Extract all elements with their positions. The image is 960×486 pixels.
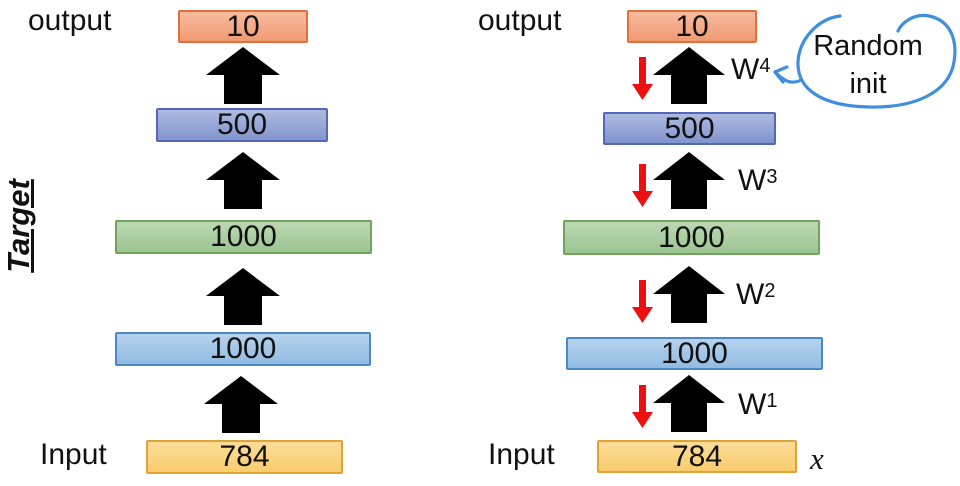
annotation-line2: init [849, 68, 887, 100]
weight-sup: 4 [759, 55, 771, 77]
layer-box-left-1000a: 1000 [115, 220, 372, 254]
weight-base: W [731, 53, 760, 86]
layer-box-left-500: 500 [156, 108, 328, 142]
weight-sup: 1 [766, 390, 778, 412]
annotation-circle-icon [773, 13, 957, 109]
up-arrow-icon [653, 375, 725, 432]
up-arrow-icon [653, 47, 725, 104]
layer-box-left-10: 10 [178, 10, 308, 43]
weight-label-w3: W3 [738, 166, 777, 196]
layer-box-left-784: 784 [146, 440, 343, 474]
weight-sup: 3 [766, 166, 778, 188]
weight-label-w2: W2 [736, 280, 775, 310]
up-arrow-icon [653, 266, 725, 323]
annotation-line1: Random [813, 30, 923, 62]
weight-base: W [736, 278, 765, 311]
layer-box-right-1000a: 1000 [563, 220, 820, 255]
random-init-annotation: Random init [797, 27, 939, 103]
down-arrow-icon [632, 57, 653, 100]
down-arrow-icon [632, 164, 653, 207]
down-arrow-icon [632, 385, 653, 428]
up-arrow-icon [204, 376, 278, 433]
up-arrow-icon [206, 47, 280, 104]
down-arrow-icon [632, 280, 653, 323]
layer-box-left-1000b: 1000 [115, 332, 371, 366]
weight-base: W [738, 164, 767, 197]
up-arrow-icon [653, 152, 725, 209]
output-label-left: output [28, 4, 112, 37]
up-arrow-icon [206, 152, 280, 209]
weight-label-w4: W4 [731, 55, 770, 85]
input-label-right: Input [488, 438, 555, 471]
layer-box-right-500: 500 [603, 112, 776, 145]
target-side-label: Target [1, 179, 36, 273]
layer-box-right-784: 784 [597, 440, 797, 473]
weight-sup: 2 [764, 280, 776, 302]
layer-box-right-10: 10 [627, 10, 757, 43]
weight-base: W [738, 388, 767, 421]
input-label-left: Input [40, 438, 107, 471]
weight-label-w1: W1 [738, 390, 777, 420]
input-symbol-x: x [810, 441, 824, 476]
layer-box-right-1000b: 1000 [566, 337, 823, 370]
up-arrow-icon [206, 268, 280, 325]
output-label-right: output [478, 4, 562, 37]
